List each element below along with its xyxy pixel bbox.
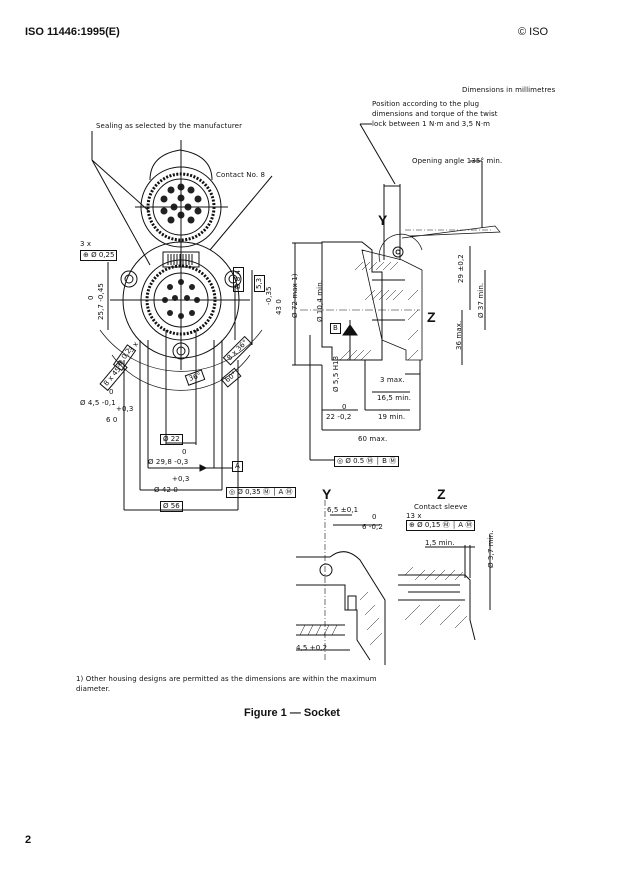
copyright: © ISO [518,26,549,38]
dim-3: 3 max. [380,376,405,384]
dim-29: 29 ±0,2 [457,254,465,283]
document-id: ISO 11446:1995(E) [25,26,120,38]
dim-29-8-upper: 0 [182,448,187,456]
position-note-line-2: dimensions and torque of the twist [372,110,498,118]
detail-z-drawing [398,535,491,641]
concentricity-b: ◎ Ø 0.5 Ⓜ │ B Ⓜ [334,456,400,467]
dim-4-5-upper: 0 [109,388,114,396]
dim-56: Ø 56 [160,501,183,512]
dim-6-5: 6,5 ±0,1 [327,506,359,514]
units-note: Dimensions in millimetres [462,86,556,94]
dim-22: Ø 22 [160,434,183,445]
dim-3-7: Ø 3,7 min. [487,530,495,568]
position-note-line-1: Position according to the plug [372,100,480,108]
dim-22-side: 22 -0,2 [326,413,352,421]
dim-42: Ø 42 0 [154,486,178,494]
front-view-cap [135,140,228,258]
position-note-line-3: lock between 1 N·m and 3,5 N·m [372,120,491,128]
detail-y-drawing [296,500,386,665]
holes-position-tolerance: ⊕ Ø 0,25 [80,250,118,261]
side-view [292,123,501,461]
dim-37: Ø 37 min. [477,282,485,318]
dim-29-8: Ø 29,8 -0,3 [148,458,189,466]
contact-position-tolerance: ⊕ Ø 0,15 Ⓜ │ A Ⓜ [406,520,476,531]
figure-caption: Figure 1 — Socket [244,707,340,719]
dim-6-upper: +0,3 [116,405,134,413]
contact-count: 13 x [406,512,422,520]
dim-6: 6 0 [106,416,118,424]
dim-36: 36 max. [455,320,463,350]
dim-22-upper: 0 [342,403,347,411]
dim-42-upper: +0,3 [172,475,190,483]
dim-25-7: 25,7 -0,45 [97,283,105,320]
datum-a: A [232,461,243,472]
detail-y-marker: Y [378,212,388,228]
sealing-note: Sealing as selected by the manufacturer [96,122,243,130]
opening-angle-label: Opening angle 135° min. [412,157,503,165]
dim-5-5: Ø 5,5 H13 [332,355,340,392]
detail-z-title: Z [437,486,446,502]
dim-4-5-y: 4,5 +0,2 [296,644,328,652]
dim-16-5: 16,5 min. [377,394,412,402]
footnote-line-1: 1) Other housing designs are permitted a… [76,675,377,683]
dim-10-4: Ø 10,4 min. [316,279,324,322]
front-view-flange [91,131,273,511]
dim-4-5: Ø 4,5 -0,1 [80,399,116,407]
dim-25-7-upper: 0 [87,295,95,300]
detail-z-marker: Z [427,309,436,325]
dim-72: Ø 72 max 1) [291,273,299,318]
dim-43-tolerance: -0,35 [265,286,273,305]
concentricity-a: ◎ Ø 0,35 Ⓜ │ A Ⓜ [226,487,296,498]
dim-19: 19 min. [378,413,406,421]
dim-8-4: Ø 8,4 [233,267,244,292]
dim-5-3: 5,3 [254,274,265,292]
dim-6-upper-y: 0 [372,513,377,521]
page-number: 2 [25,834,32,846]
footnote-line-2: diameter. [76,685,111,693]
contact-number-label: Contact No. 8 [216,171,266,179]
dim-6-y: 6 -0,2 [362,523,383,531]
dim-1-5: 1,5 min. [425,539,455,547]
holes-count: 3 x [80,240,92,248]
detail-z-subtitle: Contact sleeve [414,503,468,511]
detail-y-title: Y [322,486,332,502]
datum-b: B [330,323,341,334]
dim-43: 43 0 [275,299,283,315]
dim-60: 60 max. [358,435,388,443]
